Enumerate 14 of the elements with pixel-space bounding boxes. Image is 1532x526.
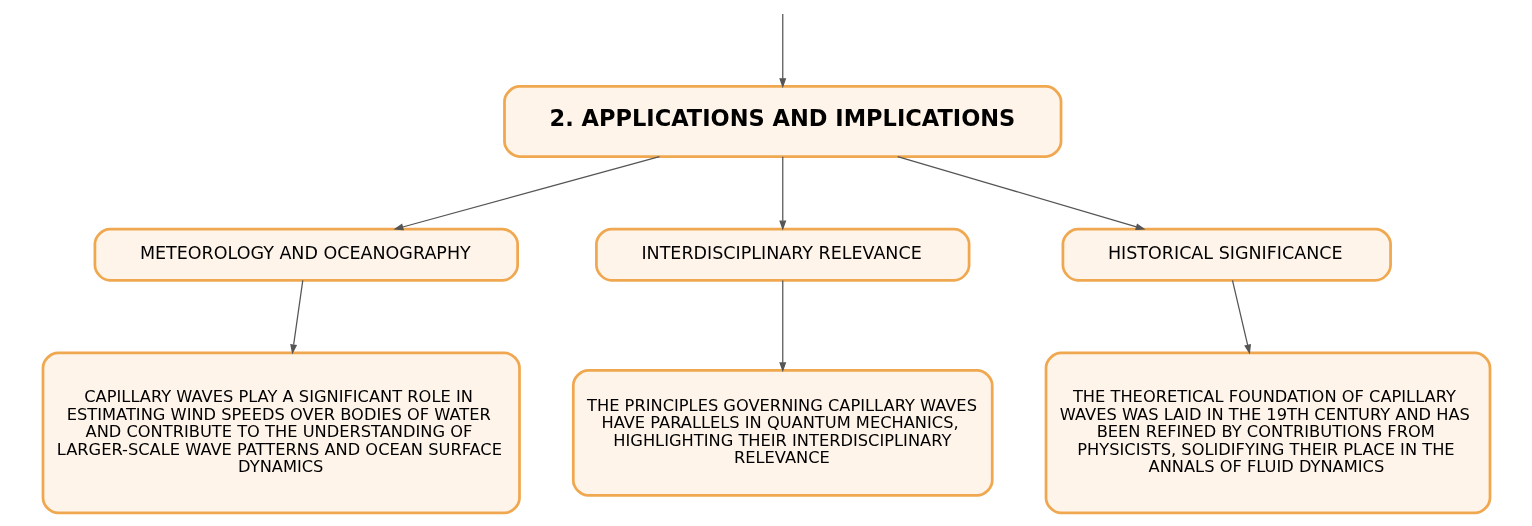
- node-box: THE PRINCIPLES GOVERNING CAPILLARY WAVES HAVE PARALLELS IN QUANTUM MECHANICS, HIGHLIGHTING THEIR INTERDISCIPLINARY RELEVANCE: [571, 369, 994, 497]
- arrow: [778, 13, 786, 89]
- arrow: [896, 155, 1146, 231]
- arrow: [392, 155, 660, 231]
- arrow: [778, 279, 786, 373]
- node-box: THE THEORETICAL FOUNDATION OF CAPILLARY WAVES WAS LAID IN THE 19TH CENTURY AND HAS BEEN REFINED BY CONTRIBUTIONS FROM PHYSICISTS, SOLIDIFYING THEIR PLACE IN THE ANNALS OF FLUID DYNAMICS: [1044, 351, 1491, 515]
- node-box: CAPILLARY WAVES PLAY A SIGNIFICANT ROLE IN ESTIMATING WIND SPEEDS OVER BODIES OF WATER AND CONTRIBUTE TO THE UNDERSTANDING OF LARGER-SCALE WAVE PATTERNS AND OCEAN SURFACE DYNAMICS: [41, 351, 521, 515]
- arrow: [778, 156, 786, 231]
- node-box: 2. APPLICATIONS AND IMPLICATIONS: [502, 85, 1062, 158]
- node-box: HISTORICAL SIGNIFICANCE: [1061, 227, 1392, 282]
- node-box: INTERDISCIPLINARY RELEVANCE: [594, 227, 970, 282]
- arrow: [1231, 279, 1251, 355]
- arrow: [289, 279, 303, 355]
- node-box: METEOROLOGY AND OCEANOGRAPHY: [93, 227, 519, 282]
